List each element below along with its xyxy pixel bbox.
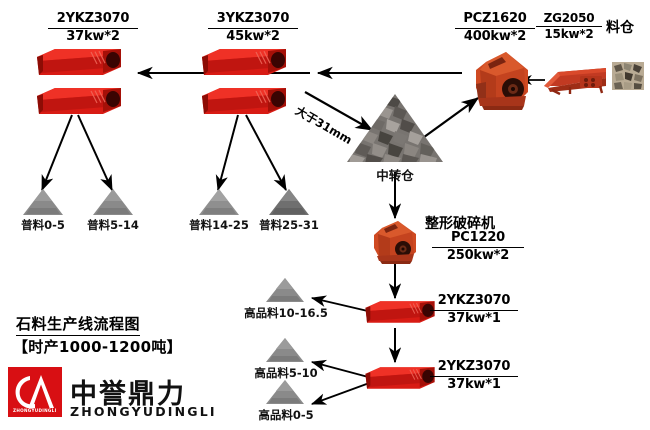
pile-premium-1 xyxy=(265,337,305,363)
spec-screen-lower-1: 2YKZ3070 37kw*1 xyxy=(430,293,518,326)
pile-premium-0 xyxy=(265,277,305,303)
pile-standard-3-label: 普料25-31 xyxy=(259,218,319,232)
pile-transfer xyxy=(345,92,445,164)
power-text: 37kw*1 xyxy=(447,376,501,392)
pile-standard-2-label: 普料14-25 xyxy=(189,218,249,232)
equipment-screen-mid-bottom xyxy=(198,84,290,118)
pile-premium-1-label: 高品料5-10 xyxy=(254,366,318,380)
pile-premium-0-label: 高品料10-16.5 xyxy=(244,306,328,320)
brand-name-en: ZHONGYUDINGLI xyxy=(70,404,217,419)
brand-logo-mark-text: ZHONGYUDINGLI xyxy=(13,408,57,413)
pile-standard-2 xyxy=(198,188,240,216)
pile-standard-1-label: 普料5-14 xyxy=(87,218,139,232)
model-text: 2YKZ3070 xyxy=(48,11,138,29)
equipment-screen-lower-2 xyxy=(362,364,438,392)
power-text: 15kw*2 xyxy=(544,27,594,42)
diagram-title-line2: 【时产1000-1200吨】 xyxy=(13,338,182,356)
spec-feeder: ZG2050 15kw*2 xyxy=(536,11,602,42)
model-text: 2YKZ3070 xyxy=(430,293,518,311)
spec-crusher-primary: PCZ1620 400kw*2 xyxy=(455,11,535,44)
model-text: 3YKZ3070 xyxy=(208,11,298,29)
pile-standard-1 xyxy=(92,188,134,216)
pile-standard-3 xyxy=(268,188,310,216)
equipment-screen-left-top xyxy=(33,45,125,79)
equipment-screen-lower-1 xyxy=(362,298,438,326)
brand-logo-mark: ZHONGYUDINGLI xyxy=(8,367,62,417)
brand-name-cn: 中誉鼎力 xyxy=(70,379,186,410)
power-text: 400kw*2 xyxy=(463,28,527,44)
pile-transfer-label: 中转仓 xyxy=(376,168,414,183)
equipment-crusher-primary xyxy=(466,48,540,110)
equipment-feeder xyxy=(540,60,610,96)
model-text: PCZ1620 xyxy=(455,11,535,29)
pile-standard-0-label: 普料0-5 xyxy=(21,218,65,232)
spec-shaping-crusher: PC1220 250kw*2 xyxy=(432,230,524,263)
power-text: 37kw*2 xyxy=(66,28,120,44)
spec-screen-lower-2: 2YKZ3070 37kw*1 xyxy=(430,359,518,392)
spec-screen-group-mid: 3YKZ3070 45kw*2 xyxy=(208,11,298,44)
pile-standard-0 xyxy=(22,188,64,216)
model-text: 2YKZ3070 xyxy=(430,359,518,377)
power-text: 37kw*1 xyxy=(447,310,501,326)
spec-screen-group-left: 2YKZ3070 37kw*2 xyxy=(48,11,138,44)
power-text: 45kw*2 xyxy=(226,28,280,44)
shaping-crusher-name: 整形破碎机 xyxy=(425,216,495,232)
diagram-title-line1: 石料生产线流程图 xyxy=(16,313,141,336)
pile-premium-2-label: 高品料0-5 xyxy=(258,408,314,422)
equipment-screen-left-bottom xyxy=(33,84,125,118)
brand-logo-glyph xyxy=(8,367,62,417)
equipment-shaping-crusher xyxy=(368,218,424,264)
equipment-screen-mid-top xyxy=(198,45,290,79)
hopper-label: 料仓 xyxy=(606,20,634,36)
hopper-material-swatch xyxy=(612,62,644,94)
model-text: PC1220 xyxy=(432,230,524,248)
model-text: ZG2050 xyxy=(536,11,602,28)
power-text: 250kw*2 xyxy=(446,247,510,263)
pile-premium-2 xyxy=(265,379,305,405)
